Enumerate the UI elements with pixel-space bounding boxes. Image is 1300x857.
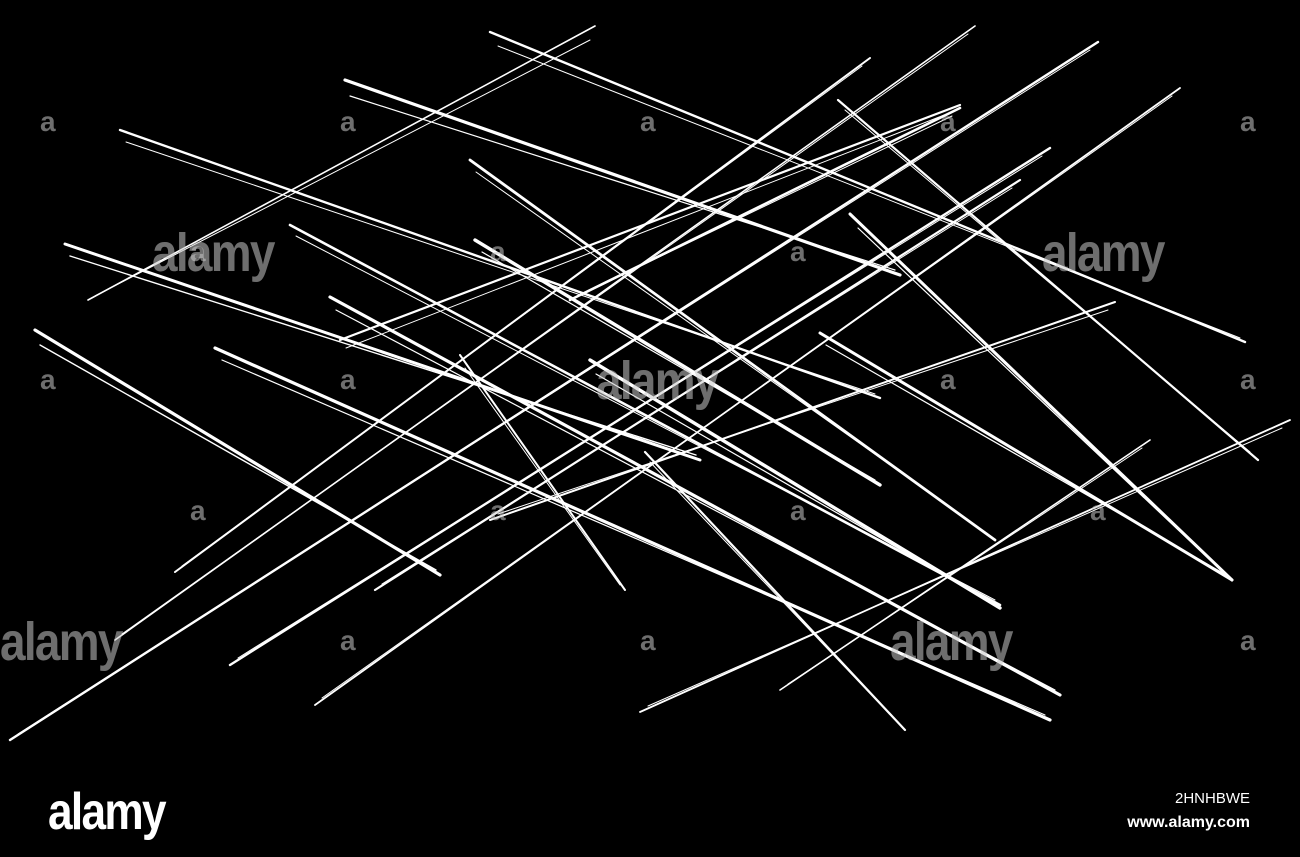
ascending-strokes <box>8 25 1291 742</box>
stroke-line <box>349 95 896 271</box>
stroke-line <box>213 346 1052 722</box>
watermark-a-mark: a <box>40 106 56 137</box>
watermark-a-mark: a <box>190 236 206 267</box>
watermark-a-mark: a <box>940 106 956 137</box>
image-id: 2HNHBWE <box>1174 790 1250 807</box>
watermark-brand: alamy <box>0 612 123 672</box>
footer-bar <box>0 772 1300 857</box>
watermark-brand: alamy <box>596 351 719 411</box>
stroke-line <box>94 39 591 297</box>
watermark-a-mark: a <box>1240 625 1256 656</box>
stroke-line <box>335 309 1056 691</box>
stroke-line <box>825 344 1229 577</box>
stroke-line <box>649 461 901 726</box>
stroke-line <box>588 358 1002 610</box>
stroke-line <box>181 65 863 567</box>
watermark-a-mark: a <box>640 106 656 137</box>
watermark-a-mark: a <box>40 364 56 395</box>
watermark-a-mark: a <box>190 495 206 526</box>
watermark-a-mark: a <box>490 495 506 526</box>
stroke-line <box>568 106 962 302</box>
stroke-line <box>237 155 1043 659</box>
stroke-line <box>481 251 876 481</box>
watermark-a-mark: a <box>340 364 356 395</box>
stroke-line <box>63 242 702 462</box>
watermark-a-mark: a <box>340 625 356 656</box>
stroke-line <box>121 33 969 635</box>
stroke-line <box>497 309 1109 515</box>
stroke-line <box>647 427 1283 707</box>
stroke-line <box>345 111 953 349</box>
stroke-line <box>848 212 1234 582</box>
stroke-line <box>464 367 621 586</box>
stroke-line <box>643 450 907 732</box>
watermark-brand: alamy <box>152 223 275 283</box>
stroke-line <box>373 178 1022 592</box>
stroke-line <box>39 344 437 571</box>
stroke-line <box>577 115 953 297</box>
stroke-line <box>475 171 989 535</box>
watermark-a-mark: a <box>940 364 956 395</box>
stroke-line <box>288 223 1002 607</box>
stroke-line <box>69 255 697 456</box>
stroke-line <box>497 45 1241 339</box>
watermark-brand: alamy <box>890 612 1013 672</box>
watermark-a-mark: a <box>1240 364 1256 395</box>
watermark-a-mark: a <box>340 106 356 137</box>
stroke-line <box>17 49 1091 735</box>
stroke-line <box>857 227 1226 575</box>
watermark-a-mark: a <box>490 236 506 267</box>
stroke-line <box>489 301 1116 521</box>
alamy-logo: alamy <box>48 783 167 841</box>
stroke-line <box>595 373 996 605</box>
stroke-line <box>321 95 1173 699</box>
stroke-line <box>221 359 1046 716</box>
stroke-line <box>87 25 596 301</box>
watermark-a-mark: a <box>790 236 806 267</box>
stroke-line <box>338 103 962 342</box>
stroke-line <box>459 354 626 591</box>
stroke-line <box>844 109 1251 453</box>
site-url: www.alamy.com <box>1127 814 1250 831</box>
watermark-a-mark: a <box>1090 495 1106 526</box>
watermark-a-mark: a <box>790 495 806 526</box>
stroke-line <box>381 187 1013 585</box>
watermark-a-mark: a <box>1240 106 1256 137</box>
stroke-line <box>787 447 1143 685</box>
watermark-brand: alamy <box>1042 223 1165 283</box>
watermark-a-mark: a <box>640 625 656 656</box>
